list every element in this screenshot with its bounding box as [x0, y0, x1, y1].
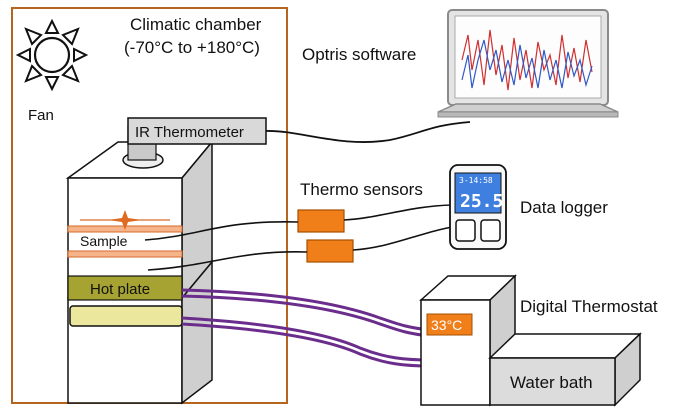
- thermo-sensor-1: [297, 209, 345, 233]
- data-logger-label: Data logger: [520, 198, 608, 217]
- hot-plate-label: Hot plate: [90, 281, 150, 298]
- chamber-title: Climatic chamber: [130, 15, 262, 34]
- thermostat-display: [426, 313, 473, 336]
- fan-icon: [15, 18, 89, 92]
- water-bath-label: Water bath: [510, 373, 593, 392]
- chamber-range: (-70°C to +180°C): [124, 38, 260, 57]
- ir-thermometer-label: IR Thermometer: [135, 124, 244, 141]
- sensor-wires: [144, 204, 459, 271]
- logger-display-top: 3-14:58: [459, 176, 493, 185]
- hot-plate: [67, 275, 183, 301]
- test-cabinet: [65, 139, 214, 405]
- hot-plate-base: [69, 305, 183, 327]
- software-label: Optris software: [302, 45, 416, 64]
- water-tubing: [181, 288, 431, 368]
- thermo-sensor-2: [306, 239, 354, 263]
- data-logger-icon: 3-14:58 25.5: [449, 164, 507, 250]
- fan-label: Fan: [28, 107, 54, 124]
- ir-thermometer: [127, 117, 267, 145]
- thermostat-display-value: 33°C: [431, 317, 462, 333]
- thermo-sensors-label: Thermo sensors: [300, 180, 423, 199]
- logger-display-value: 25.5: [460, 191, 503, 212]
- ir-cable: [265, 121, 471, 143]
- sample-label: Sample: [80, 233, 128, 249]
- water-bath: [488, 332, 642, 407]
- laptop-icon: [437, 9, 619, 118]
- sample-bottom-layer: [67, 250, 183, 258]
- digital-thermostat: 33°C: [419, 274, 517, 407]
- digital-thermostat-label: Digital Thermostat: [520, 297, 658, 316]
